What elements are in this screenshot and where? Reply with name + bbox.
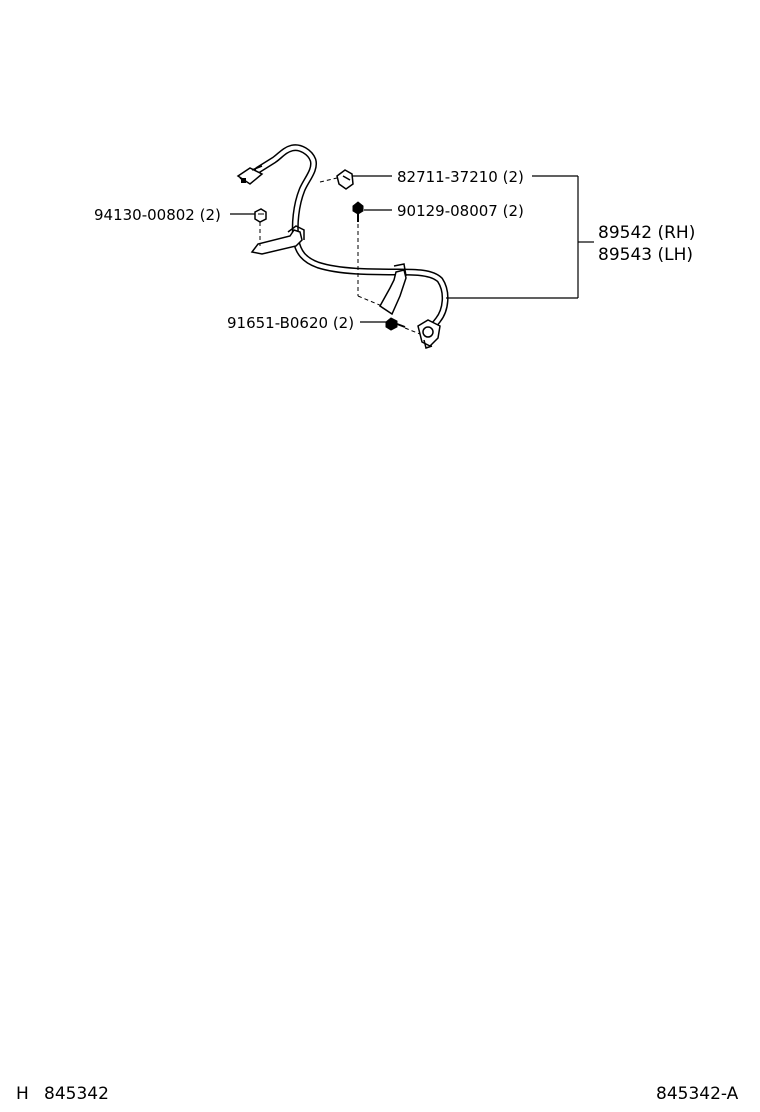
- section-letter: H: [16, 1084, 29, 1104]
- flange-nut-label: 94130-00802 (2): [94, 206, 221, 224]
- clip-nut-label: 82711-37210 (2): [397, 168, 524, 186]
- figure-reference: 845342-A: [656, 1084, 739, 1104]
- screw-label: 91651-B0620 (2): [227, 314, 354, 332]
- clip-nut-part: [319, 169, 354, 190]
- wire-bracket-left: [250, 222, 305, 255]
- bolt-part: [352, 201, 383, 307]
- wire-connector: [236, 165, 264, 185]
- bolt-label: 90129-08007 (2): [397, 202, 524, 220]
- figure-number: 845342: [44, 1084, 109, 1104]
- speed-sensor-head: [417, 319, 441, 349]
- leader-lines: [230, 175, 594, 323]
- abs-sensor-wire-harness: [254, 144, 449, 339]
- screw-part: [385, 317, 421, 335]
- sensor-rh-label: 89542 (RH): [598, 223, 695, 243]
- sensor-lh-label: 89543 (LH): [598, 245, 693, 265]
- wire-bracket-right: [379, 263, 407, 316]
- flange-nut-part: [254, 208, 267, 223]
